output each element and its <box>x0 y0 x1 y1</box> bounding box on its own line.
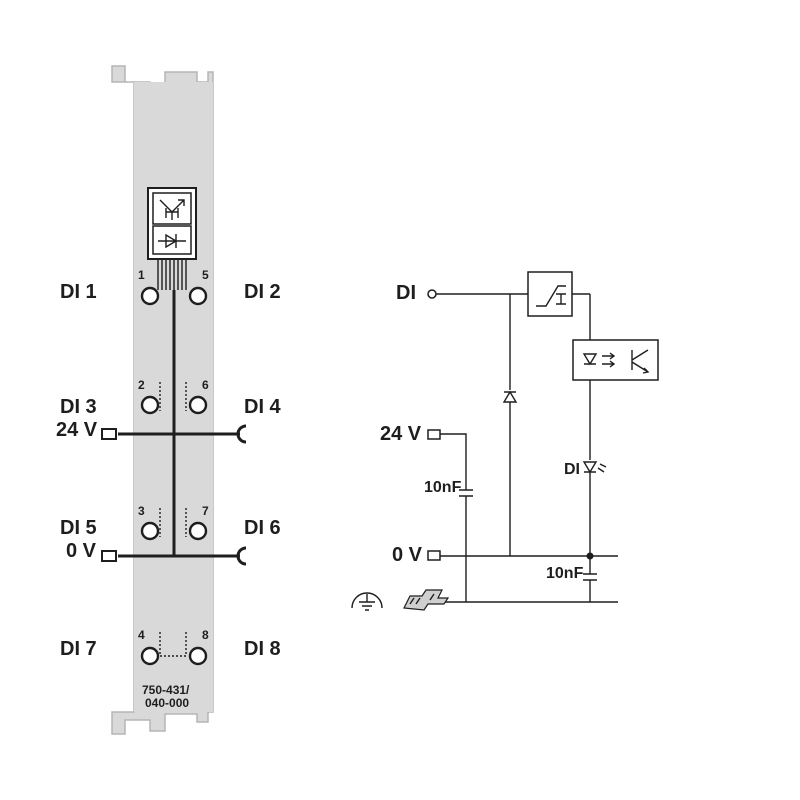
label-di6: DI 6 <box>244 517 281 539</box>
terminal-0v-left <box>101 550 117 562</box>
rail-24v-end <box>236 424 247 444</box>
capacitor-right-label: 10nF <box>546 565 584 582</box>
pin-number-8: 8 <box>202 628 209 642</box>
terminal-di4 <box>188 395 208 415</box>
label-di5: DI 5 <box>60 517 97 539</box>
terminal-di8 <box>188 646 208 666</box>
din-rail-icon <box>403 589 450 611</box>
label-di1: DI 1 <box>60 281 97 303</box>
label-di8: DI 8 <box>244 638 281 660</box>
opto-transistor-icon <box>631 349 650 374</box>
terminal-di1 <box>140 286 160 306</box>
input-terminal-0v <box>427 550 441 561</box>
pin-number-6: 6 <box>202 378 209 392</box>
module-symbol-box <box>147 187 197 290</box>
opto-led-icon <box>582 353 598 366</box>
photo-transistor-icon <box>159 199 185 220</box>
capacitor-right-icon <box>583 573 597 581</box>
protection-diode-icon <box>502 390 518 403</box>
earth-ground-icon <box>351 592 383 611</box>
pin-number-3: 3 <box>138 504 145 518</box>
label-24v: 24 V <box>56 419 98 441</box>
terminal-di2 <box>188 286 208 306</box>
terminal-di6 <box>188 521 208 541</box>
terminal-di7 <box>140 646 160 666</box>
input-terminal-di <box>427 289 437 299</box>
pin-number-1: 1 <box>138 268 145 282</box>
label-di3: DI 3 <box>60 396 97 418</box>
input-circuit <box>351 271 659 611</box>
input-terminal-24v <box>427 429 441 440</box>
pin-number-4: 4 <box>138 628 145 642</box>
status-led-icon <box>582 461 598 474</box>
terminal-di3 <box>140 395 160 415</box>
pin-number-2: 2 <box>138 378 145 392</box>
circuit-label-di: DI <box>396 282 416 304</box>
rail-0v-end <box>236 546 247 566</box>
diode-icon <box>158 233 186 249</box>
part-number-line2: 040-000 <box>145 696 189 710</box>
filter-icon <box>536 285 566 307</box>
terminal-24v-left <box>101 428 117 440</box>
pin-number-5: 5 <box>202 268 209 282</box>
pin-number-7: 7 <box>202 504 209 518</box>
label-0v: 0 V <box>66 540 97 562</box>
circuit-label-24v: 24 V <box>380 423 422 445</box>
capacitor-left-label: 10nF <box>424 479 462 496</box>
circuit-label-0v: 0 V <box>392 544 423 566</box>
label-di2: DI 2 <box>244 281 281 303</box>
label-di4: DI 4 <box>244 396 282 418</box>
optocoupler-block <box>572 339 659 381</box>
terminal-di5 <box>140 521 160 541</box>
part-number-line1: 750-431/ <box>142 683 190 697</box>
label-di7: DI 7 <box>60 638 97 660</box>
led-label: DI <box>564 461 580 478</box>
